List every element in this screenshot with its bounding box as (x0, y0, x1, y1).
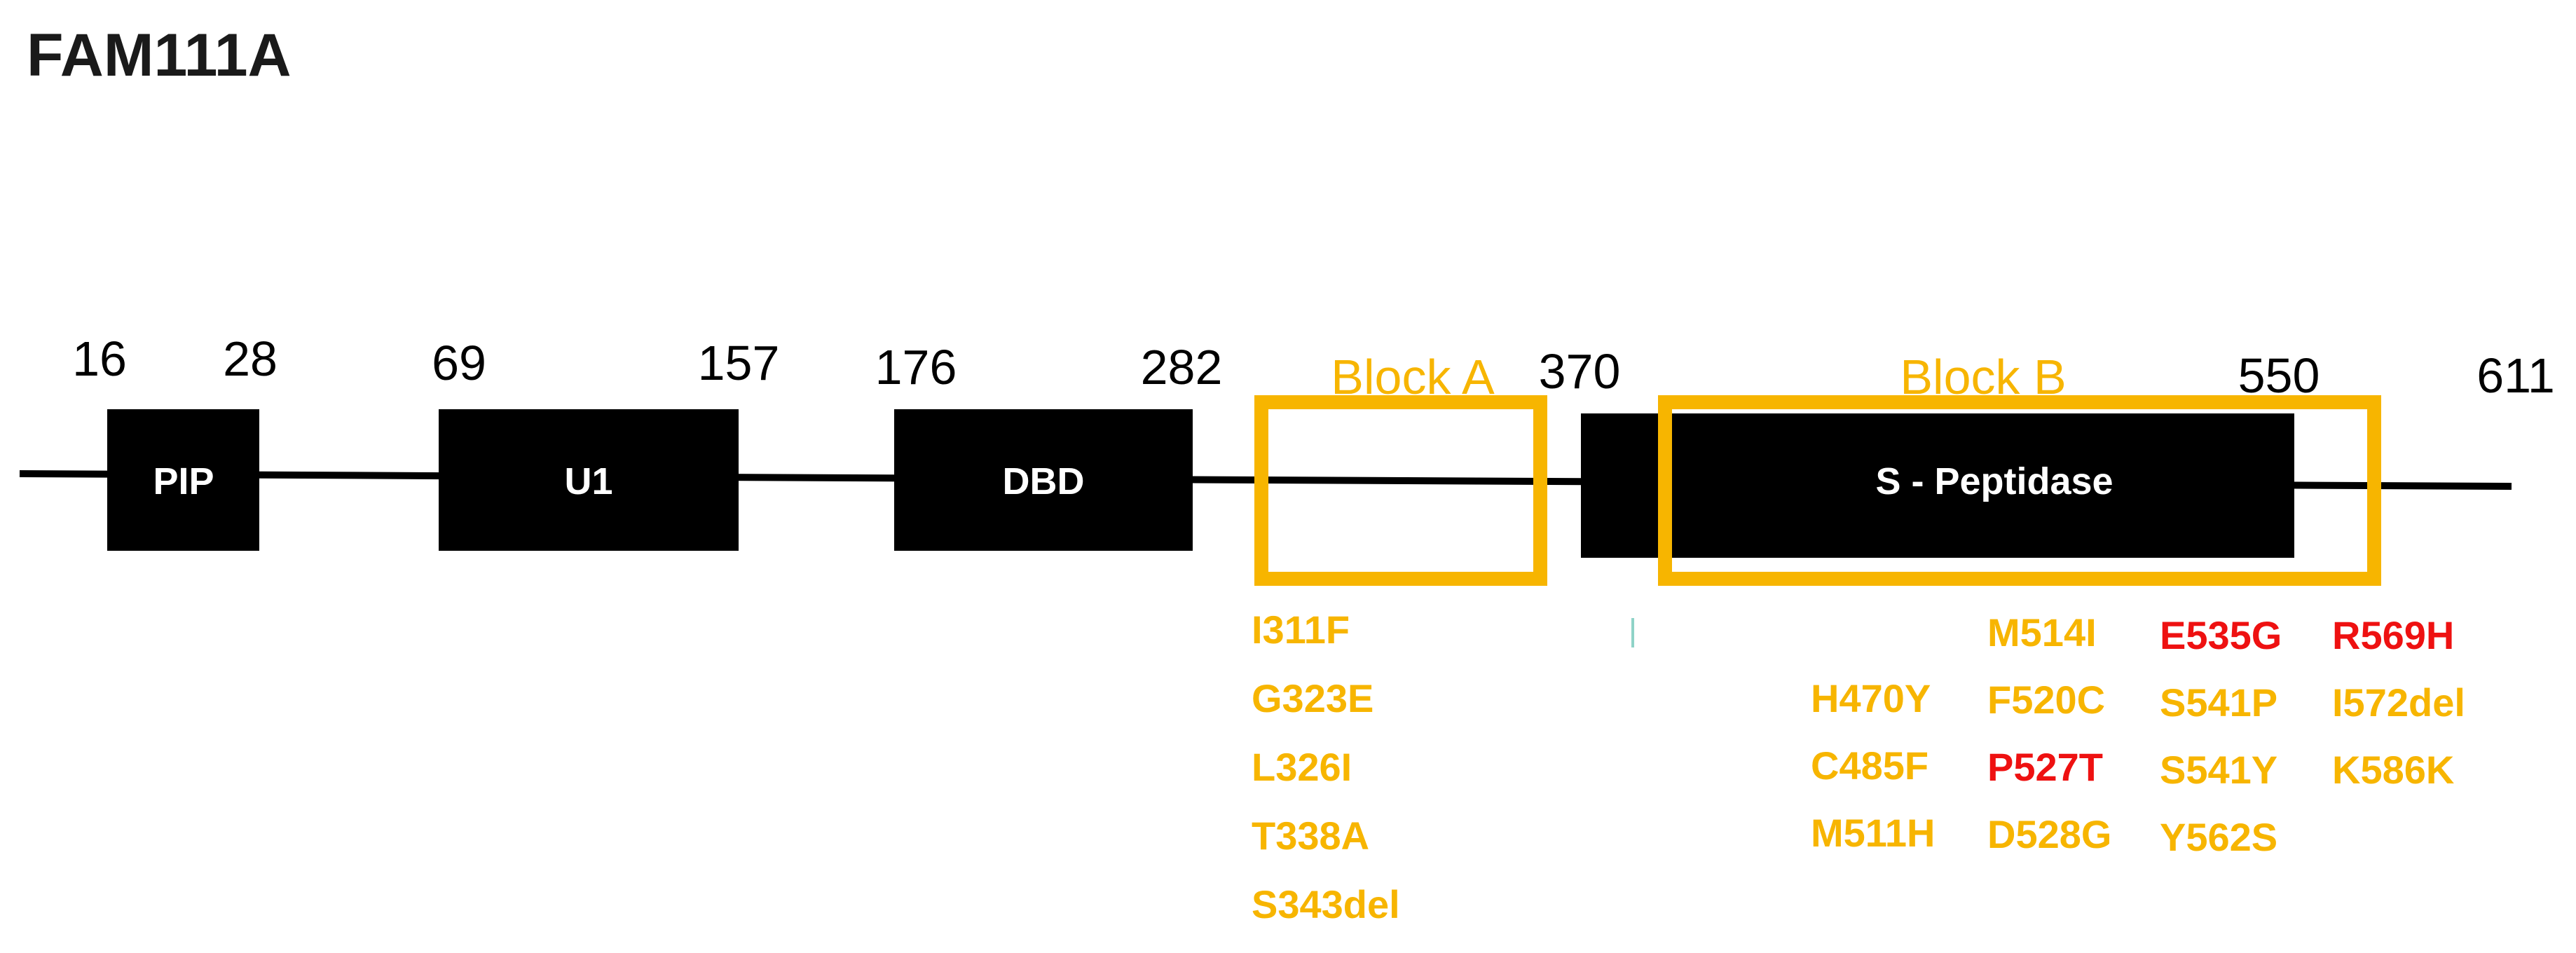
mutation-label: S541P (2160, 680, 2277, 725)
mutation-label: I311F (1252, 608, 1350, 652)
mutation-label: I572del (2332, 680, 2465, 725)
block-a-outline (1254, 395, 1547, 586)
domain-label-dbd: DBD (1003, 460, 1085, 502)
mutation-label: S541Y (2160, 748, 2277, 792)
domain-box-dbd (894, 409, 1193, 551)
mutation-label: F520C (1987, 678, 2105, 722)
domain-label-u1: U1 (564, 460, 612, 502)
mutation-label: E535G (2160, 613, 2282, 657)
block-b-outline (1658, 395, 2381, 586)
position-label-611: 611 (2476, 348, 2555, 403)
mutation-label: H470Y (1811, 676, 1931, 720)
position-label-28: 28 (223, 331, 278, 386)
mutation-label: D528G (1987, 812, 2111, 856)
block-b-label: Block B (1900, 350, 2066, 404)
mutation-list-block-b-col1: H470Y C485F M511H (1811, 676, 1935, 855)
mutation-label: Y562S (2160, 815, 2277, 859)
position-label-176: 176 (875, 340, 957, 395)
domain-label-pip: PIP (153, 460, 214, 502)
mutation-label: L326I (1252, 745, 1352, 789)
mutation-label: R569H (2332, 613, 2454, 657)
mutation-label: K586K (2332, 748, 2454, 792)
mutation-label: G323E (1252, 676, 1373, 720)
position-label-370: 370 (1539, 344, 1621, 399)
position-label-69: 69 (432, 336, 486, 390)
block-a-label: Block A (1331, 350, 1495, 404)
diagram-title: FAM111A (27, 22, 292, 89)
mutation-label: P527T (1987, 745, 2103, 789)
mutation-list-block-b-col3: E535G S541P S541Y Y562S (2160, 613, 2282, 859)
mutation-list-block-a: I311F G323E L326I T338A S343del (1252, 608, 1400, 926)
domain-label-peptidase: S - Peptidase (1875, 460, 2113, 502)
position-label-282: 282 (1141, 340, 1223, 395)
position-label-157: 157 (698, 336, 780, 390)
position-label-550: 550 (2238, 348, 2320, 403)
domain-box-pip (107, 409, 259, 551)
mutation-label: T338A (1252, 814, 1369, 858)
domain-box-peptidase (1581, 413, 2294, 558)
mutation-label: M514I (1987, 610, 2097, 654)
mutation-label: S343del (1252, 882, 1400, 926)
mutation-label: C485F (1811, 743, 1928, 788)
domain-box-u1 (439, 409, 739, 551)
position-label-16: 16 (72, 331, 127, 386)
mutation-label: M511H (1811, 811, 1935, 855)
mutation-list-block-b-col2: M514I F520C P527T D528G (1987, 610, 2111, 856)
